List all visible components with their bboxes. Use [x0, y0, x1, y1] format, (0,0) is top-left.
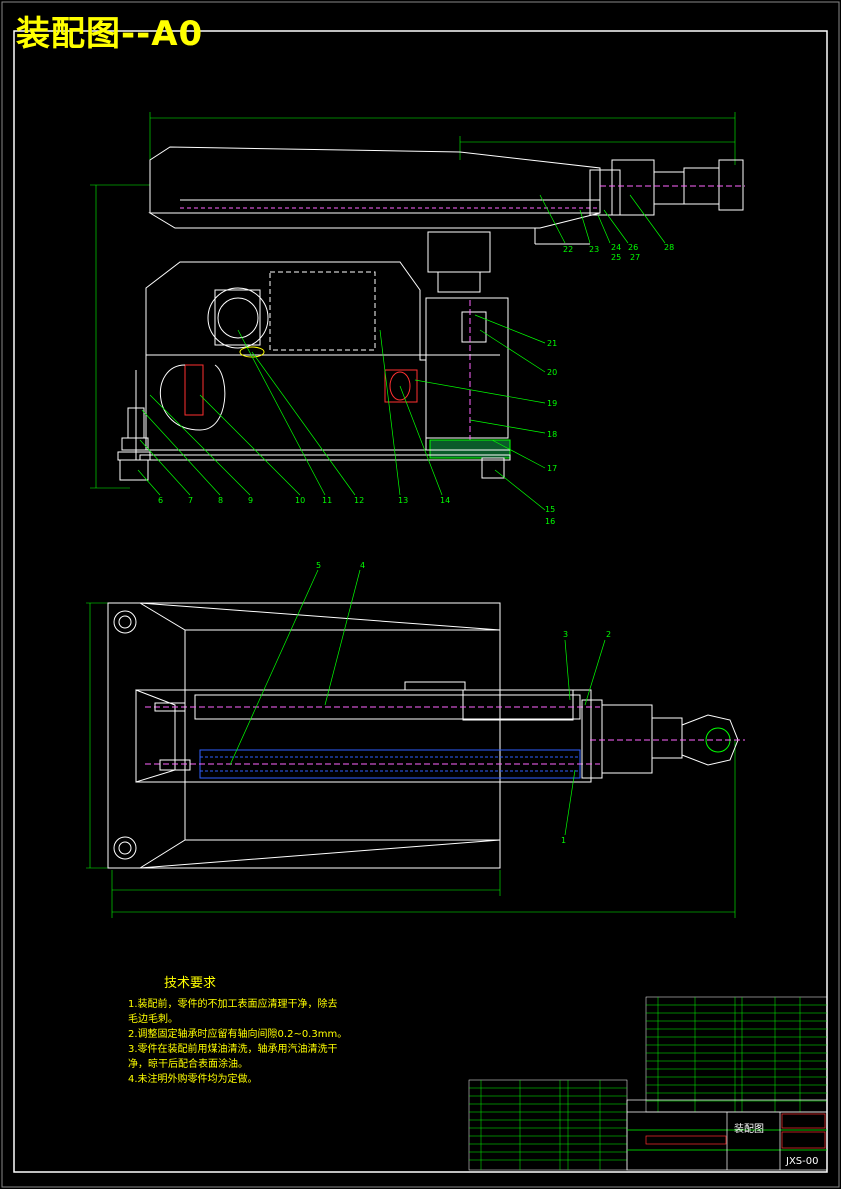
parts-list-upper	[645, 996, 828, 1113]
balloon-1: 1	[561, 836, 566, 845]
balloon-5: 5	[316, 561, 321, 570]
balloon-21: 21	[547, 339, 557, 348]
balloon-24: 24	[611, 243, 621, 252]
balloon-13: 13	[398, 496, 408, 505]
balloon-8: 8	[218, 496, 223, 505]
top-leaders	[229, 569, 606, 836]
tech-requirements-heading: 技术要求	[164, 976, 217, 991]
balloon-26: 26	[628, 243, 638, 252]
balloon-17: 17	[547, 464, 557, 473]
balloon-6: 6	[158, 496, 163, 505]
page-title: 装配图--A0	[16, 14, 204, 54]
balloon-20: 20	[547, 368, 557, 377]
technical-requirements: 技术要求 1.装配前，零件的不加工表面应清理干净，除去 毛边毛刺。 2.调整固定…	[128, 972, 378, 1087]
balloon-7: 7	[188, 496, 193, 505]
tech-line-5: 净，晾干后配合表面涂油。	[128, 1059, 248, 1070]
balloon-16: 16	[545, 517, 555, 526]
balloon-23: 23	[589, 245, 599, 254]
tech-line-2: 毛边毛刺。	[128, 1014, 178, 1025]
balloon-2: 2	[606, 630, 611, 639]
balloon-14: 14	[440, 496, 450, 505]
balloon-11: 11	[322, 496, 332, 505]
balloon-18: 18	[547, 430, 557, 439]
front-view	[90, 112, 745, 489]
tech-line-4: 3.零件在装配前用煤油清洗，轴承用汽油清洗干	[128, 1044, 338, 1055]
balloon-labels: 6 7 8 9 10 11 12 13 14 15 16 17 18 19 20…	[158, 243, 674, 845]
title-block	[626, 1099, 828, 1171]
balloon-22: 22	[563, 245, 573, 254]
tech-line-1: 1.装配前，零件的不加工表面应清理干净，除去	[128, 999, 338, 1010]
drawing-number: JXS-00	[785, 1156, 818, 1167]
balloon-10: 10	[295, 496, 305, 505]
parts-list-lower	[468, 1079, 628, 1171]
top-view	[86, 602, 745, 918]
balloon-19: 19	[547, 399, 557, 408]
balloon-15: 15	[545, 505, 555, 514]
balloon-25: 25	[611, 253, 621, 262]
front-leaders	[137, 194, 666, 511]
drawing-name: 装配图	[734, 1122, 764, 1135]
balloon-3: 3	[563, 630, 568, 639]
balloon-4: 4	[360, 561, 365, 570]
balloon-9: 9	[248, 496, 253, 505]
tech-line-6: 4.未注明外购零件均为定做。	[128, 1074, 258, 1085]
tech-line-3: 2.调整固定轴承时应留有轴向间隙0.2~0.3mm。	[128, 1029, 348, 1040]
drawing-border	[13, 30, 828, 1173]
balloon-27: 27	[630, 253, 640, 262]
balloon-12: 12	[354, 496, 364, 505]
balloon-28: 28	[664, 243, 674, 252]
